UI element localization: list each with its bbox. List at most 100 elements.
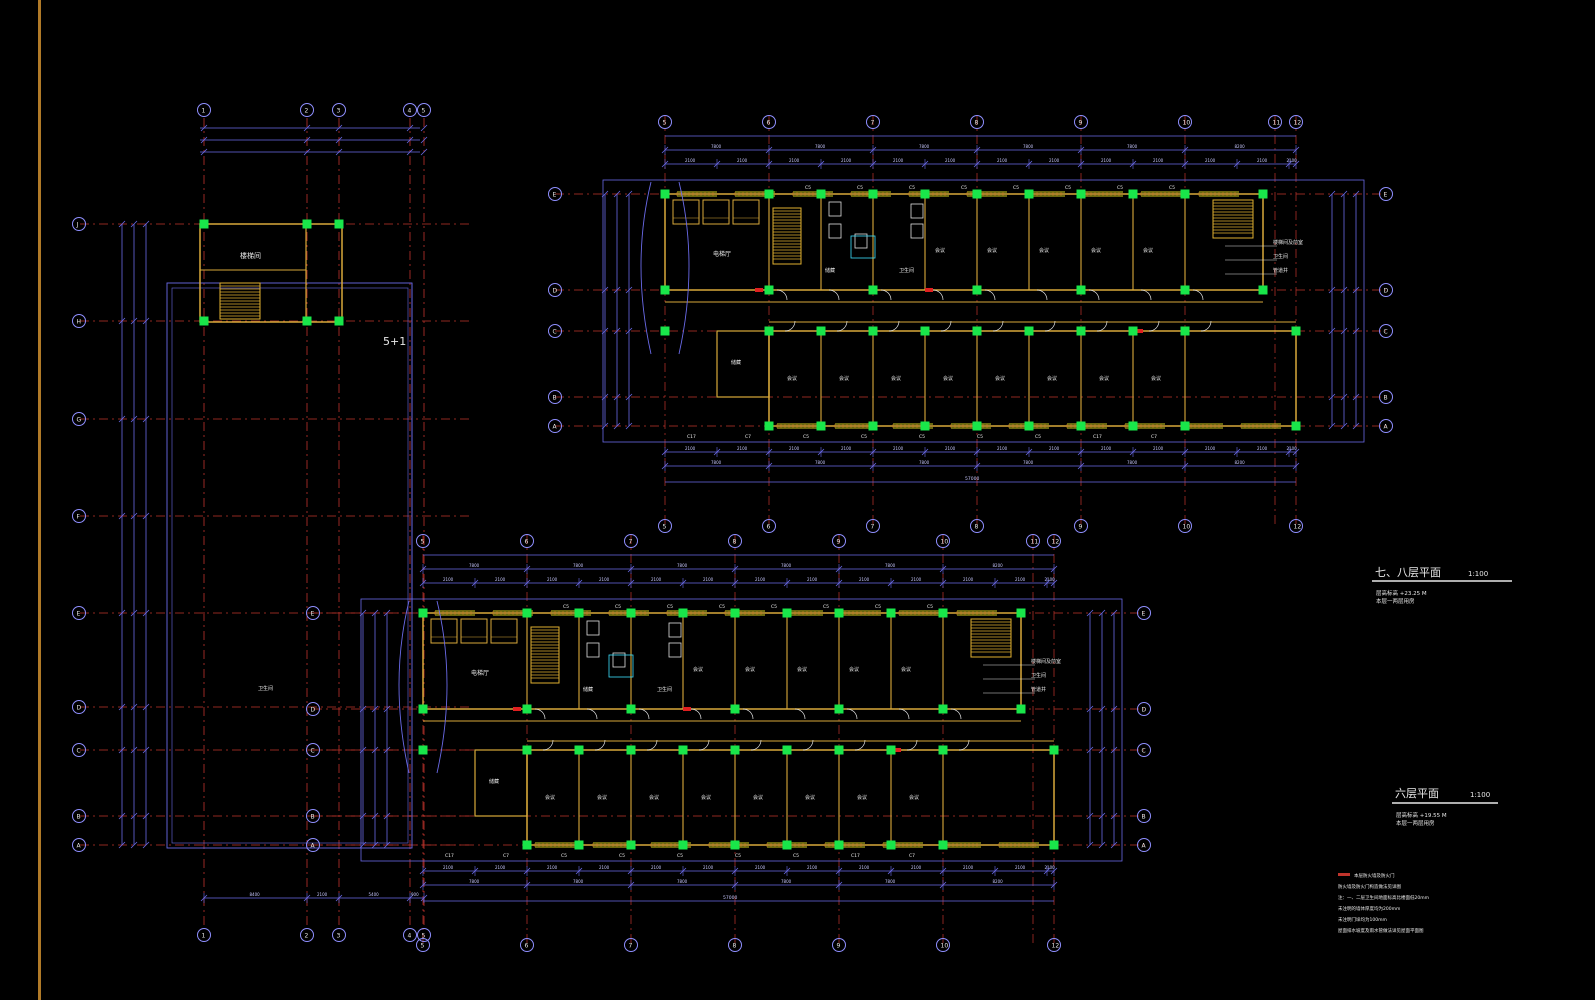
upper-plan-column [1128, 326, 1138, 336]
upper-plan-title-block[interactable]: 七、八层平面 1:100 层高标高 +23.25 M 本层一两层用房 [1372, 566, 1512, 605]
lower-plan-column [1049, 745, 1059, 755]
lower-plan-column [1016, 704, 1026, 714]
upper-plan-east-label-1: 卫生间 [1273, 253, 1288, 260]
upper-plan-window-tag-2: C5 [909, 185, 915, 191]
lower-plan-bottom-window-tag-7: C17 [851, 853, 860, 859]
lower-plan-column [886, 608, 896, 618]
lower-plan-door-swing [794, 708, 806, 720]
lower-plan-note-1: 层高标高 +19.55 M [1396, 811, 1447, 819]
upper-plan-room-north-4: 会议 [987, 247, 997, 254]
tower-dim-tick [142, 512, 150, 520]
upper-plan-column [1180, 421, 1190, 431]
lower-plan-column [522, 704, 532, 714]
lower-plan-dim-bot1-label: 2100 [911, 865, 922, 870]
tower-dim-tick [335, 148, 343, 156]
upper-plan-window-tag-4: C5 [1013, 185, 1019, 191]
lower-plan-axis-top-3 [728, 534, 742, 548]
upper-plan-bottom-window-tag-3: C5 [861, 434, 867, 440]
lower-plan-column [938, 745, 948, 755]
lower-plan-note-2: 本层一两层用房 [1396, 819, 1435, 827]
upper-plan-door-swing [1200, 320, 1212, 332]
lower-plan-door-swing [542, 739, 554, 751]
tower-axis-top-1 [300, 103, 314, 117]
lower-plan-dim-tick [1086, 841, 1094, 849]
tower-dim-tick [118, 317, 126, 325]
upper-plan-column [868, 326, 878, 336]
tower-dim-tick [130, 841, 138, 849]
lower-plan-room-south-3: 会议 [649, 794, 659, 801]
lower-plan-dim-top2-label: 2100 [807, 577, 818, 582]
lower-plan-column [730, 840, 740, 850]
lower-plan-dim-top2-label: 2100 [599, 577, 610, 582]
upper-plan-axis-right-3-label: B [1384, 395, 1388, 402]
upper-plan-column [1180, 189, 1190, 199]
upper-plan-room-south-8: 会议 [1151, 375, 1161, 382]
lower-plan-axis-top-1-label: 6 [525, 539, 529, 546]
tower-dim-tick [142, 746, 150, 754]
tower-dim-tick [130, 512, 138, 520]
lower-plan-axis-bottom-1-label: 6 [525, 943, 529, 950]
lower-plan-axis-right-3 [1137, 809, 1151, 823]
tower-axis-side-3 [72, 509, 86, 523]
upper-plan-dim-bot1-label: 2100 [1257, 446, 1268, 451]
lower-plan-dim-tick [1110, 841, 1118, 849]
lower-plan-column [626, 704, 636, 714]
lower-plan-dim-tick [371, 746, 379, 754]
lower-plan-axis-top-6-label: 11 [1031, 539, 1039, 546]
tower-axis-side-7-label: B [77, 814, 81, 821]
lower-plan-dim-top2-label: 2100 [651, 577, 662, 582]
upper-plan-dim-top2-label: 2100 [1287, 158, 1298, 163]
tower-dim-tick [130, 609, 138, 617]
lower-plan-door-swing [958, 739, 970, 751]
lower-plan-room-north-2: 卫生间 [657, 686, 672, 693]
lower-plan-axis-right-0 [1137, 606, 1151, 620]
lower-plan-door-swing [586, 708, 598, 720]
lower-plan-dim-bot1-label: 2100 [443, 865, 454, 870]
tower-axis-side-6 [72, 743, 86, 757]
lower-plan-window-tag-6: C5 [875, 604, 881, 610]
upper-plan-axis-right-4-label: A [1384, 424, 1389, 431]
upper-plan-west-curve [640, 181, 652, 355]
lower-plan-bottom-window-tag-0: C17 [445, 853, 454, 859]
upper-plan-room-north-7: 会议 [1143, 247, 1153, 254]
lower-plan-bottom-window-tag-3: C5 [619, 853, 625, 859]
lower-plan-title-block[interactable]: 六层平面 1:100 层高标高 +19.55 M 本层一两层用房 [1392, 787, 1498, 827]
lower-plan-bottom-window-tag-8: C7 [909, 853, 915, 859]
lower-plan-dim-top2-label: 2100 [963, 577, 974, 582]
upper-plan-column [660, 326, 670, 336]
lower-plan-dim-top1-label: 7800 [573, 563, 584, 568]
lower-plan-column [1049, 840, 1059, 850]
upper-plan-east-label-2: 管道井 [1273, 267, 1288, 274]
lower-plan-fixture [586, 620, 600, 636]
lower-plan-axis-bottom-3-label: 8 [733, 943, 737, 950]
legend-notes[interactable]: 本层防火墙及防火门 防火墙及防火门构造做法见详图 注：一、二层卫生间地面标高比楼… [1338, 872, 1429, 934]
lower-plan-axis-bottom-1 [520, 938, 534, 952]
lower-plan-room-north-1: 储藏 [583, 686, 593, 693]
upper-plan-dim-bot2-label: 7800 [815, 460, 826, 465]
legend-item-2: 注：一、二层卫生间地面标高比楼面低20mm [1338, 894, 1429, 901]
upper-plan-fixture [854, 233, 868, 249]
upper-plan-column [1024, 421, 1034, 431]
lower-plan-axis-left-4 [306, 838, 320, 852]
lower-plan-dim-top2-label: 2100 [859, 577, 870, 582]
lower-plan-axis-top-0-label: 5 [421, 539, 425, 546]
lower-plan-dim-tick [383, 609, 391, 617]
upper-plan-axis-top-7-label: 12 [1294, 120, 1302, 127]
tower-axis-bottom-0 [197, 928, 211, 942]
upper-plan-dim-tick [1340, 393, 1348, 401]
upper-plan-door-swing [888, 320, 900, 332]
upper-plan-door-swing [940, 320, 952, 332]
upper-plan-axis-bottom-3-label: 8 [975, 524, 979, 531]
tower-axis-side-0-label: J [76, 222, 79, 229]
upper-plan-dim-bot2-label: 7800 [711, 460, 722, 465]
tower-dim-tick [420, 136, 428, 144]
lower-plan-dim-tick [1086, 705, 1094, 713]
lower-plan-dim-tick [1098, 609, 1106, 617]
tower-dim-tick [303, 148, 311, 156]
tower-axis-side-4 [72, 606, 86, 620]
lower-plan-dim-bot1-label: 2100 [547, 865, 558, 870]
upper-plan-door-swing [984, 289, 996, 301]
upper-plan-elevator-shaft [672, 199, 700, 225]
tower-column [302, 219, 312, 229]
